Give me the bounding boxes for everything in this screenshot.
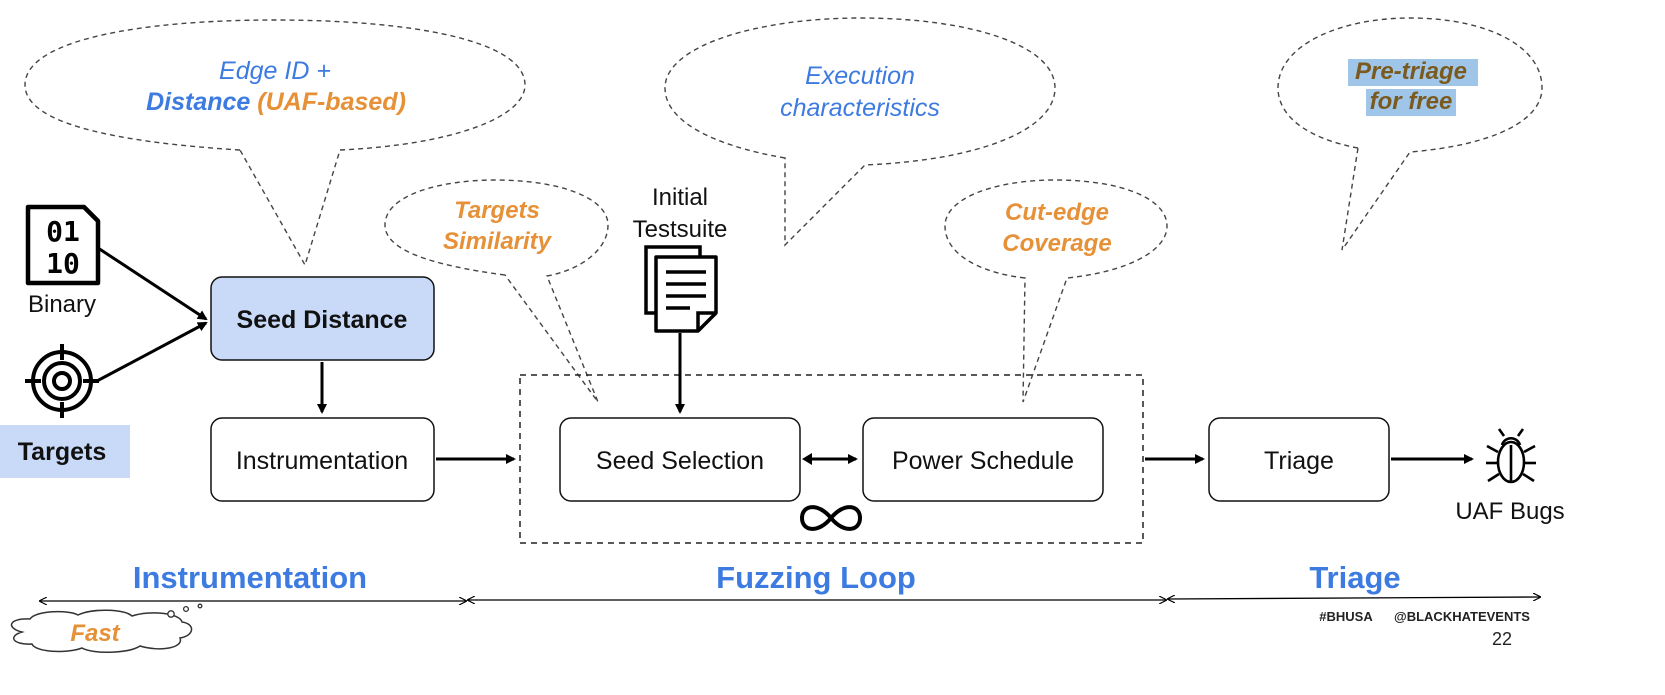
bubble-exec-line2: characteristics bbox=[780, 94, 940, 122]
bubble-pretriage-line1: Pre-triage bbox=[1355, 58, 1467, 85]
targets-label: Targets bbox=[18, 438, 106, 466]
infinity-icon bbox=[799, 505, 863, 531]
phase-triage-span bbox=[1168, 597, 1540, 599]
fast-label: Fast bbox=[70, 620, 120, 647]
footer-hashtag: #BHUSA bbox=[1319, 609, 1373, 624]
bubble-targets-similarity: Targets Similarity bbox=[384, 179, 609, 403]
pretriage-highlight-2 bbox=[1366, 89, 1456, 116]
binary-icon: 01 10 bbox=[25, 204, 101, 286]
bubble-edge-distance: Edge ID + Distance (UAF-based) bbox=[24, 19, 526, 267]
instrumentation-label: Instrumentation bbox=[236, 447, 408, 475]
uaf-bugs-label: UAF Bugs bbox=[1455, 498, 1564, 525]
seed-distance-label: Seed Distance bbox=[237, 306, 408, 334]
bubble-targets-line2: Similarity bbox=[443, 228, 553, 255]
triage-label: Triage bbox=[1264, 447, 1334, 475]
initial-testsuite-line1: Initial bbox=[652, 184, 708, 211]
phase-triage-label: Triage bbox=[1309, 560, 1400, 595]
phase-instrumentation-label: Instrumentation bbox=[133, 560, 367, 595]
power-schedule-label: Power Schedule bbox=[892, 447, 1074, 475]
bug-icon bbox=[1486, 428, 1536, 484]
page-number: 22 bbox=[1492, 629, 1512, 649]
instrumentation-box bbox=[210, 417, 435, 502]
bubble-execution-characteristics: Execution characteristics bbox=[664, 17, 1056, 247]
seed-distance-box bbox=[210, 276, 435, 361]
arrow-targets-to-seed-distance bbox=[96, 321, 208, 383]
triage-box bbox=[1208, 417, 1390, 502]
bubble-targets-line1: Targets bbox=[454, 197, 540, 224]
bubble-pretriage: Pre-triage for free bbox=[1277, 17, 1543, 251]
targets-label-background bbox=[0, 425, 130, 478]
arrow-binary-to-seed-distance bbox=[97, 246, 208, 321]
bubble-cutedge-line1: Cut-edge bbox=[1005, 199, 1109, 226]
bubble-edge-line2: Distance (UAF-based) bbox=[146, 88, 406, 116]
bubble-pretriage-line2: for free bbox=[1370, 88, 1453, 115]
bubble-exec-line1: Execution bbox=[805, 62, 915, 90]
arrow-head-left bbox=[802, 453, 812, 465]
svg-text:10: 10 bbox=[46, 247, 80, 280]
footer-handle: @BLACKHATEVENTS bbox=[1394, 609, 1530, 624]
binary-label: Binary bbox=[28, 291, 96, 318]
svg-text:01: 01 bbox=[46, 215, 80, 248]
seed-selection-label: Seed Selection bbox=[596, 447, 764, 475]
phase-fuzzing-loop-label: Fuzzing Loop bbox=[716, 560, 916, 595]
target-icon bbox=[25, 344, 99, 418]
fuzzing-loop-container bbox=[519, 374, 1144, 544]
fast-cloud bbox=[10, 603, 203, 653]
power-schedule-box bbox=[862, 417, 1104, 502]
seed-selection-box bbox=[559, 417, 801, 502]
initial-testsuite-line2: Testsuite bbox=[633, 216, 728, 243]
document-icon bbox=[644, 245, 718, 333]
bubble-cutedge-line2: Coverage bbox=[1002, 230, 1111, 257]
bubble-edge-line1: Edge ID + bbox=[219, 57, 331, 85]
bubble-cut-edge-coverage: Cut-edge Coverage bbox=[944, 179, 1168, 403]
pretriage-highlight-1 bbox=[1348, 59, 1478, 86]
